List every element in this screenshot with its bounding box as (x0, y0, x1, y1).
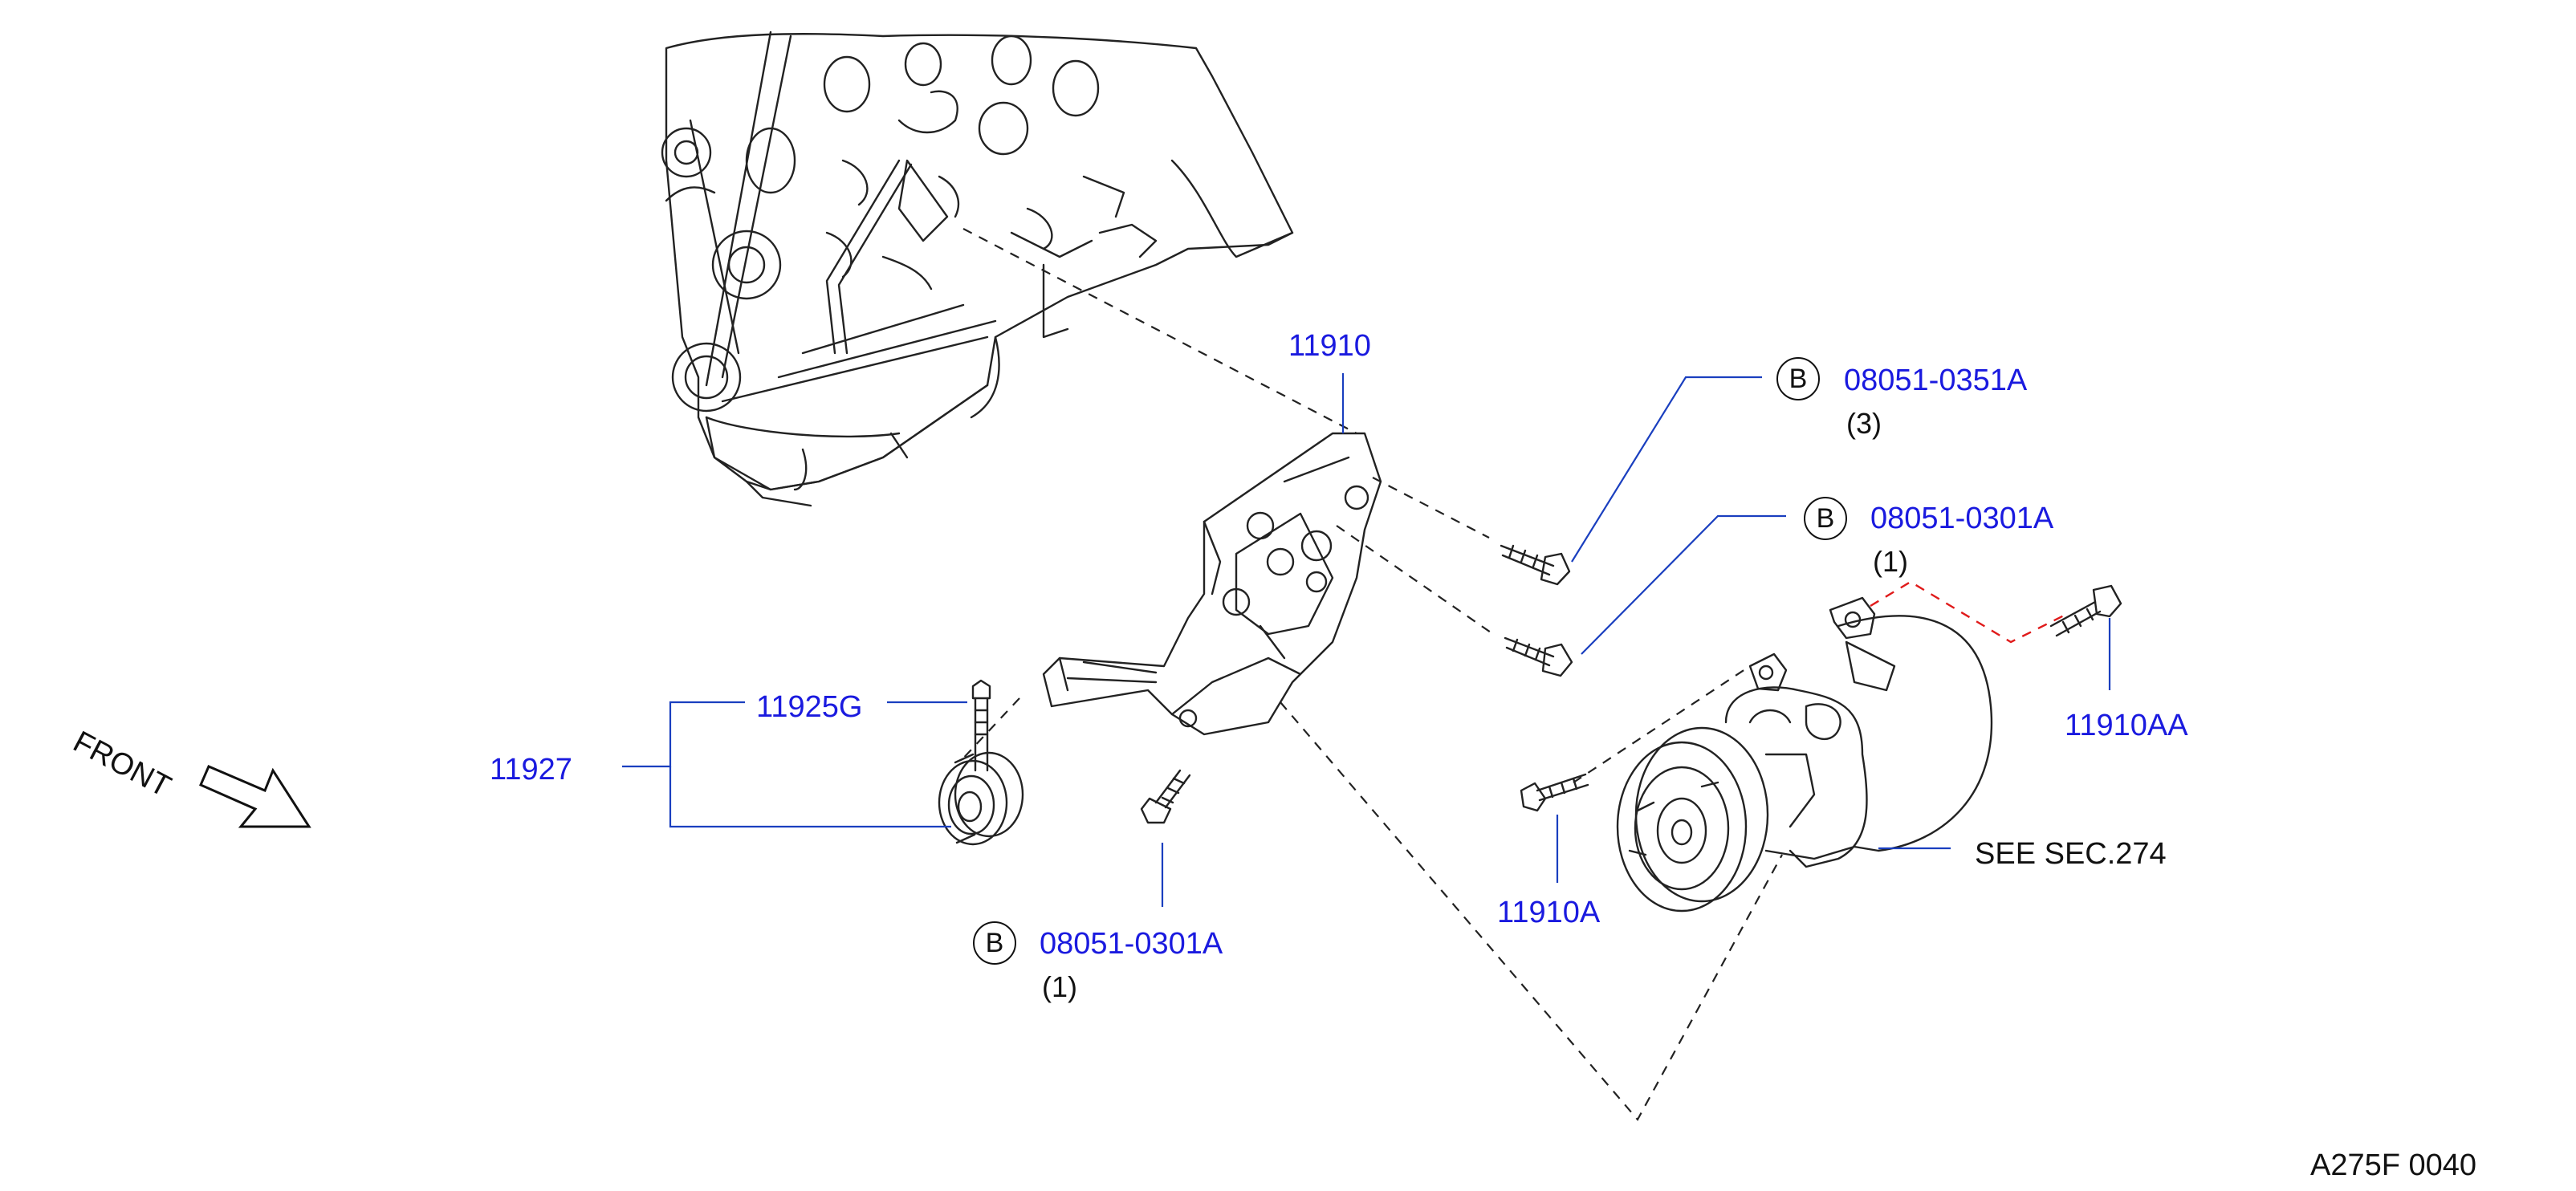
idler-dash (958, 697, 1020, 763)
bolt-11910A (1520, 773, 1589, 812)
see-section-note: SEE SEC.274 (1975, 837, 2167, 871)
bolt-11925G (971, 679, 991, 772)
front-arrow-icon (199, 765, 311, 828)
bolt-b2-dash (1336, 525, 1494, 635)
bolt-08051-0301A-upper (1504, 636, 1573, 677)
bolt-a-dash (1573, 665, 1751, 783)
bolt-08051-0301A-lower (1140, 769, 1191, 824)
leader-11927-lower (669, 766, 951, 828)
bolt-08051-0351A (1500, 544, 1571, 586)
badge-b1: B (1776, 357, 1820, 400)
bolt-11910AA (2049, 584, 2122, 637)
callout-11910: 11910 (1288, 329, 1371, 363)
badge-b3: B (973, 921, 1016, 965)
compressor-bracket (1042, 432, 1382, 736)
badge-b2: B (1804, 497, 1847, 540)
callout-11910A: 11910A (1497, 896, 1601, 929)
ac-compressor (1616, 596, 1993, 913)
engine-block (661, 30, 1294, 507)
callout-08051-0301A-upper: 08051-0301A (1870, 502, 2054, 535)
leader-bolt-b2 (1581, 514, 1786, 655)
callout-11910AA: 11910AA (2065, 709, 2188, 742)
bracket-to-engine-dash (962, 228, 1357, 434)
leader-bolt-b1 (1571, 376, 1762, 563)
callout-11927: 11927 (490, 753, 572, 787)
callout-11925G: 11925G (756, 690, 863, 724)
compressor-dash (1280, 701, 1783, 1121)
qty-08051-0301A-upper: (1) (1873, 545, 1908, 578)
diagram-code: A275F 0040 (2310, 1148, 2477, 1182)
qty-08051-0351A: (3) (1846, 407, 1882, 440)
bolt-b1-dash (1372, 477, 1490, 539)
callout-08051-0301A-lower: 08051-0301A (1040, 927, 1223, 961)
leader-11927-upper (622, 701, 745, 768)
bolt-aa-red-dash (1870, 580, 2068, 644)
qty-08051-0301A-lower: (1) (1042, 970, 1077, 1003)
callout-08051-0351A: 08051-0351A (1844, 364, 2028, 397)
idler-pulley (938, 751, 1024, 846)
